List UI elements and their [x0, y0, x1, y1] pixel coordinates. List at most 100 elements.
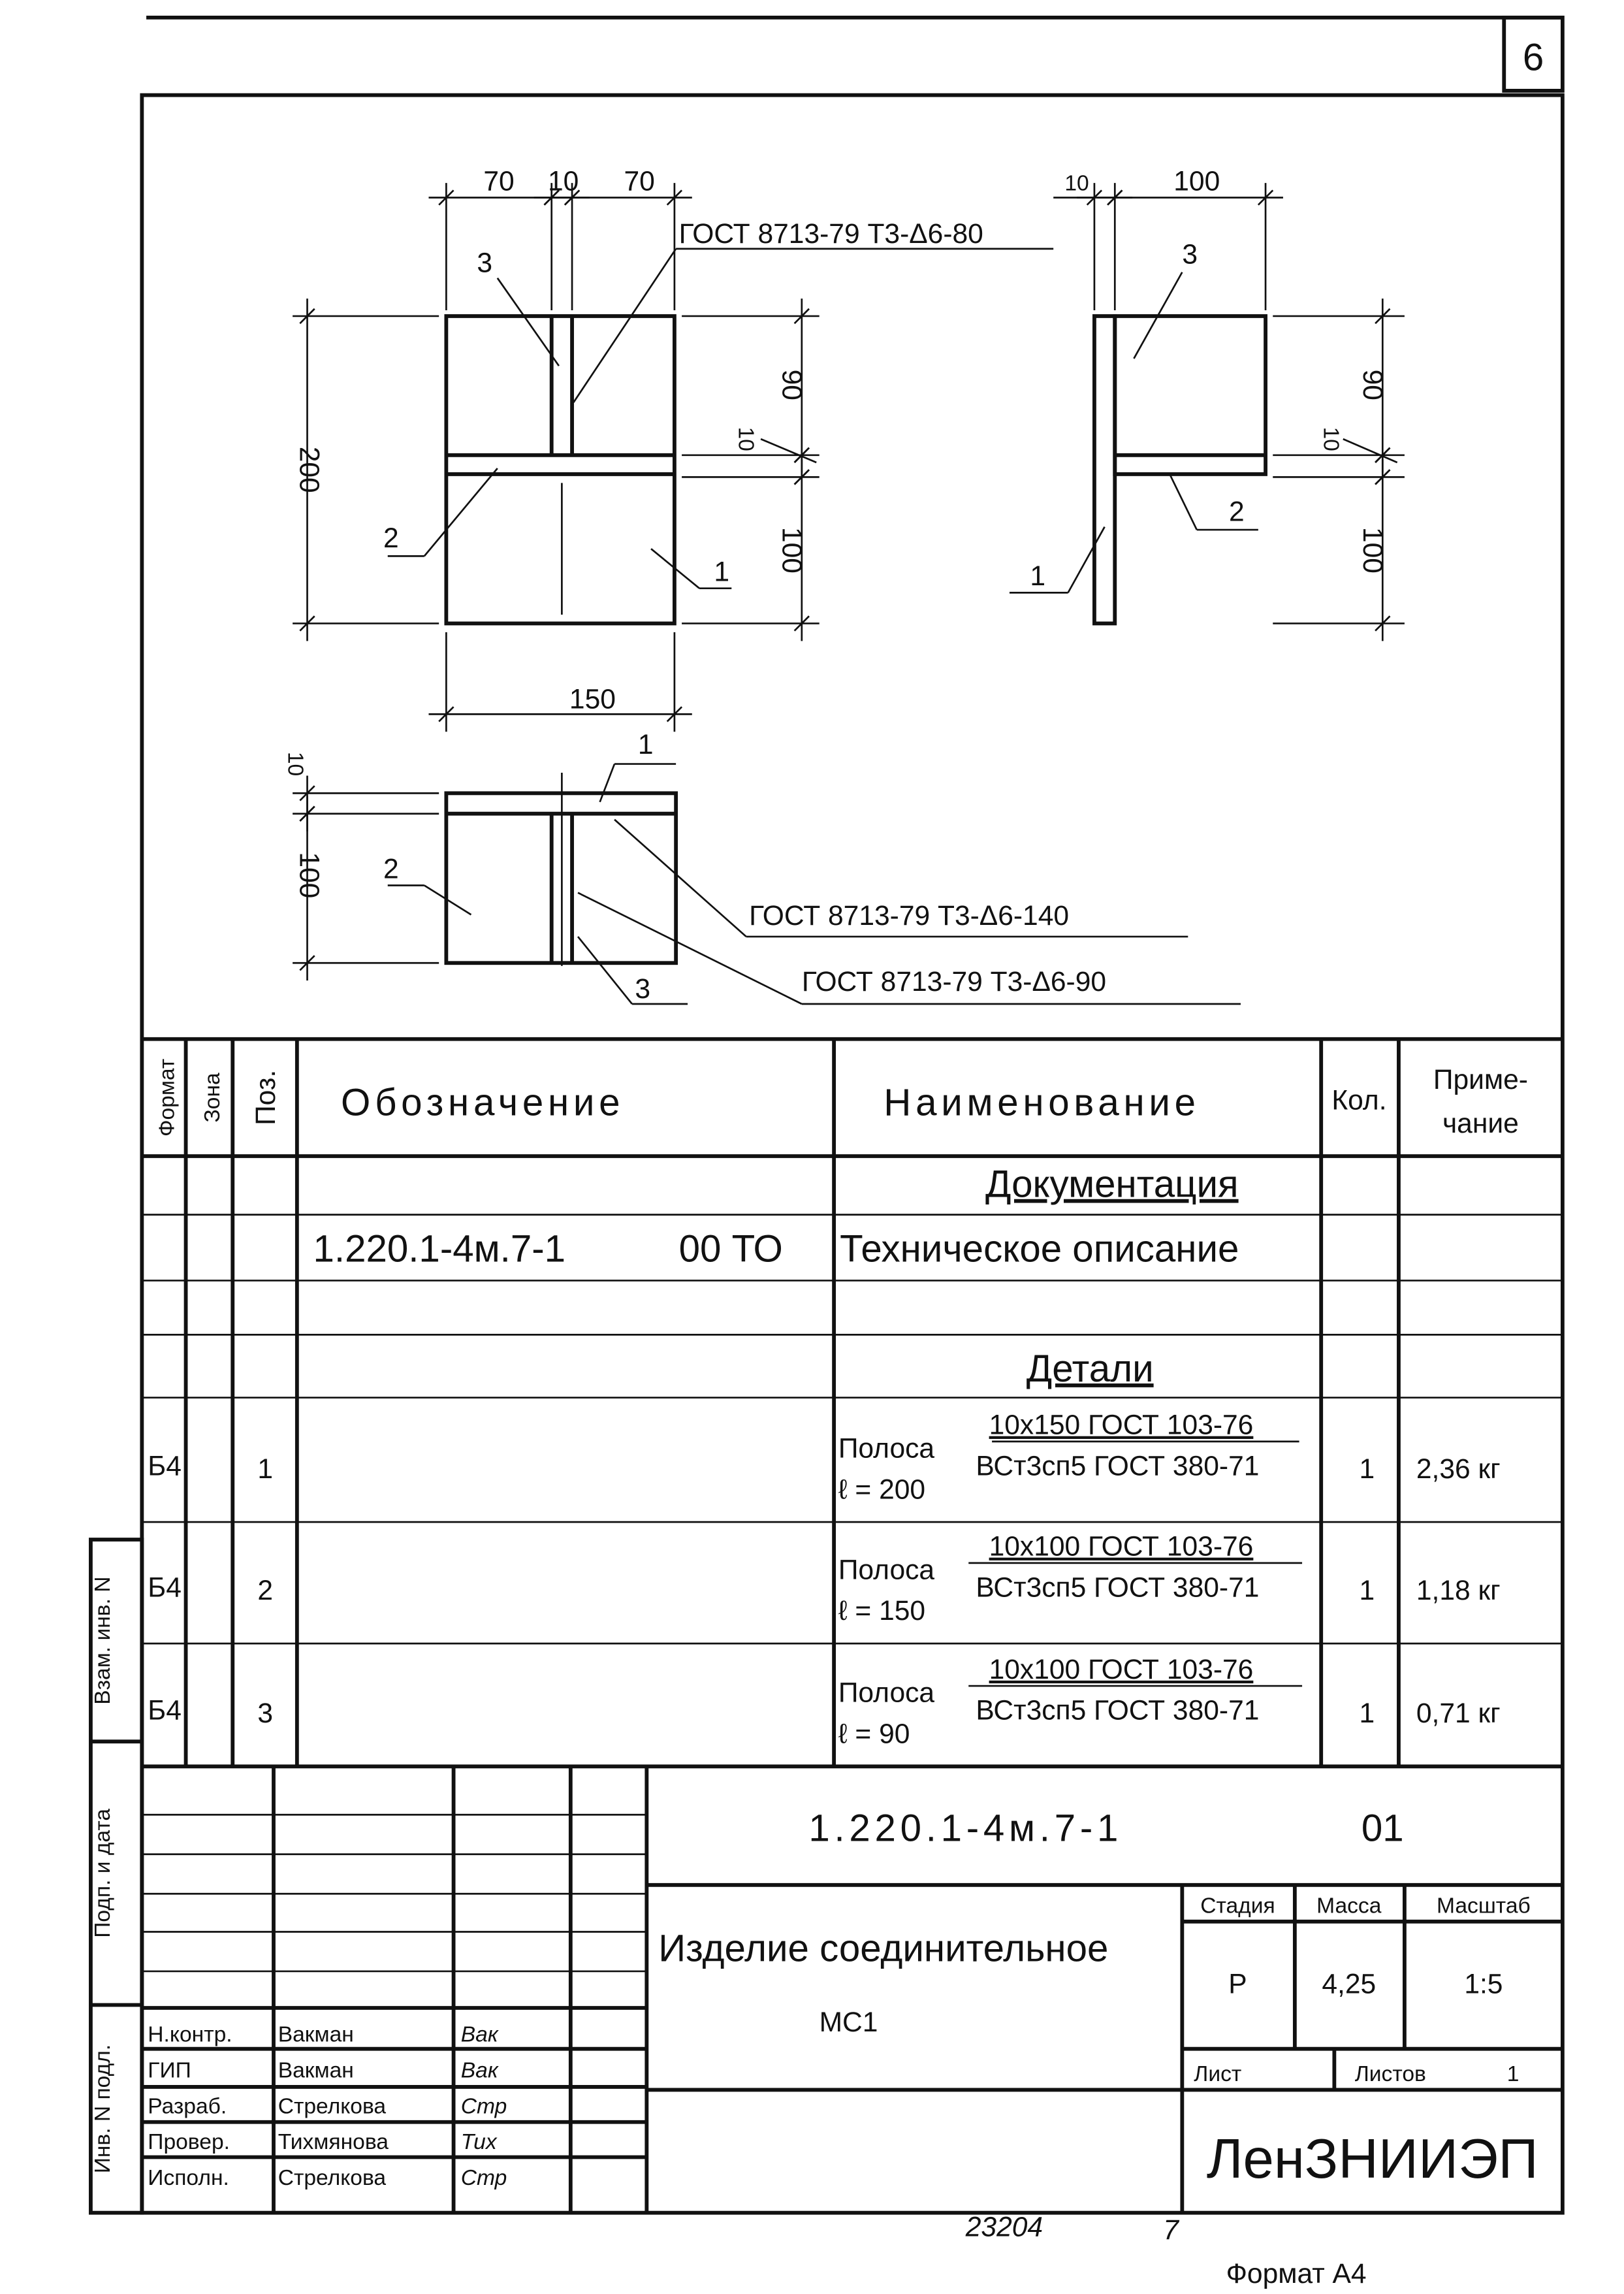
section-details: Детали [1027, 1348, 1154, 1390]
line [599, 764, 616, 803]
archive-sheet: 7 [1163, 2214, 1179, 2246]
signature-row: Н.контр. Вакман Вак [148, 2023, 499, 2047]
line [424, 884, 472, 916]
title-block: 1.220.1-4м.7-1 01 Изделие соединительное… [148, 1807, 1538, 2191]
person-name: Стрелкова [278, 2166, 387, 2190]
drawing-lines [89, 15, 1565, 2215]
cell-name: Полоса [838, 1433, 935, 1464]
line [577, 936, 633, 1005]
dim-text: 100 [293, 852, 325, 898]
line [573, 248, 677, 403]
role: Разраб. [148, 2094, 227, 2118]
line [1257, 189, 1274, 206]
signature: Вак [461, 2023, 499, 2047]
line [299, 308, 315, 325]
header-qty: Кол. [1331, 1084, 1386, 1116]
stamp-replace-inv: Взам. инв. N [91, 1576, 115, 1704]
cell-format: Б4 [148, 1450, 182, 1481]
line [299, 785, 315, 801]
doc-code: 00 ТО [679, 1227, 783, 1270]
role: Исполн. [148, 2166, 229, 2190]
part-label: 1 [638, 729, 654, 760]
sheet-number: 6 [1523, 37, 1544, 79]
line [438, 706, 454, 722]
sheets-label: Листов [1355, 2062, 1426, 2086]
cell-profile: 10х100 ГОСТ 103-76 [989, 1654, 1254, 1685]
header-designation: Обозначение [341, 1081, 624, 1123]
header-format: Формат [155, 1059, 180, 1137]
cell-name: Полоса [838, 1677, 935, 1709]
cell-format: Б4 [148, 1695, 182, 1726]
spec-table: Формат Зона Поз. Обозначение Наименовани… [148, 1059, 1528, 1750]
cell-length: ℓ = 150 [838, 1595, 925, 1626]
cell-qty: 1 [1359, 1453, 1375, 1485]
dim-text: 150 [569, 683, 616, 715]
role: Провер. [148, 2130, 230, 2154]
dim-text: 100 [1357, 527, 1388, 574]
line [564, 189, 581, 206]
cell-note: 1,18 кг [1416, 1575, 1501, 1606]
signature: Вак [461, 2058, 499, 2082]
line [1133, 272, 1183, 359]
header-pos: Поз. [250, 1070, 281, 1125]
title-line-2: МС1 [820, 2007, 878, 2038]
line [423, 468, 498, 557]
line [438, 189, 454, 206]
line [299, 805, 315, 822]
signature: Стр [461, 2166, 507, 2190]
top-view: 10 100 1 2 3 ГОСТ 8713-79 Т3-Δ6-140 ГОСТ… [283, 729, 1106, 1005]
organization: ЛенЗНИИЭП [1207, 2128, 1538, 2190]
cell-length: ℓ = 200 [838, 1474, 925, 1505]
part-label: 2 [383, 853, 399, 884]
format-label: Формат А4 [1226, 2258, 1367, 2289]
line [666, 706, 683, 722]
dim-text: 200 [293, 447, 325, 493]
line [577, 892, 803, 1005]
cell-profile: 10х100 ГОСТ 103-76 [989, 1531, 1254, 1562]
line [299, 615, 315, 632]
line [760, 438, 817, 464]
dim-text: 10 [1319, 427, 1343, 451]
cell-length: ℓ = 90 [838, 1718, 910, 1749]
line [793, 615, 810, 632]
line [666, 189, 683, 206]
dim-text: 90 [776, 370, 808, 400]
part-label: 3 [1182, 238, 1198, 270]
outline [1092, 314, 1117, 626]
front-view: 70 10 70 200 90 10 100 150 ГОСТ 8713-79 … [293, 165, 983, 715]
doc-suffix: 01 [1361, 1807, 1404, 1850]
line [1170, 475, 1198, 530]
outline [444, 314, 677, 626]
doc-name: Техническое описание [840, 1227, 1239, 1270]
cell-pos: 3 [257, 1698, 273, 1729]
cell-pos: 2 [257, 1575, 273, 1606]
mass-value: 4,25 [1322, 1969, 1376, 2000]
role: Н.контр. [148, 2023, 232, 2047]
dim-text: 10 [548, 165, 579, 197]
person-name: Тихмянова [278, 2130, 389, 2154]
cell-note: 0,71 кг [1416, 1698, 1501, 1729]
header-note: Приме- [1433, 1064, 1528, 1095]
weld-note: ГОСТ 8713-79 Т3-Δ6-90 [802, 966, 1106, 997]
line [1375, 447, 1391, 463]
dim-text: 10 [283, 752, 307, 776]
cell-material: ВСт3сп5 ГОСТ 380-71 [976, 1450, 1259, 1481]
line [1107, 189, 1123, 206]
part-label: 2 [383, 523, 399, 554]
part-label: 3 [635, 973, 650, 1005]
cell-note: 2,36 кг [1416, 1453, 1501, 1485]
outline [1113, 314, 1267, 476]
person-name: Вакман [278, 2023, 354, 2047]
doc-designation: 1.220.1-4м.7-1 [313, 1227, 565, 1270]
part-label: 2 [1229, 496, 1245, 528]
line [793, 469, 810, 485]
dim-text: 100 [1173, 165, 1220, 197]
cell-material: ВСт3сп5 ГОСТ 380-71 [976, 1695, 1259, 1726]
line [496, 277, 560, 366]
weld-note: ГОСТ 8713-79 Т3-Δ6-140 [749, 900, 1069, 931]
